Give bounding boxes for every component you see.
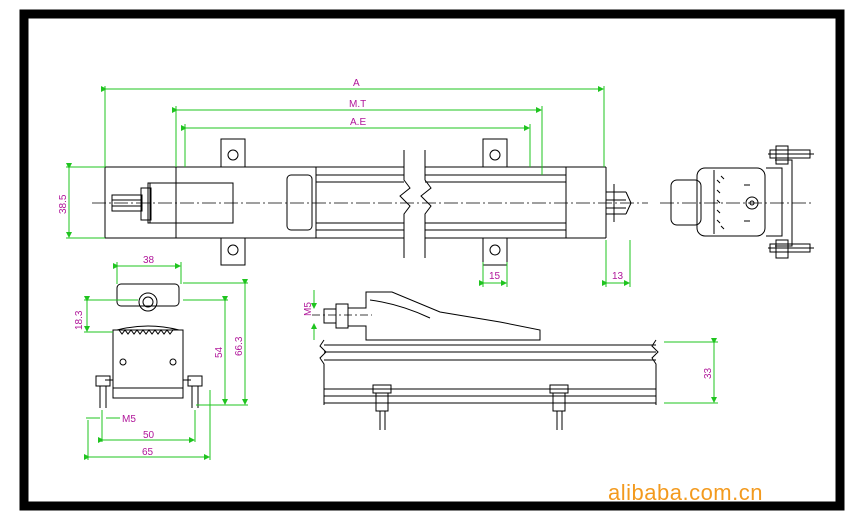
watermark-text: alibaba.com.cn (608, 480, 763, 505)
drawing-border (19, 9, 845, 511)
dim-label-33: 33 (703, 367, 714, 379)
dim-label-65: 65 (142, 447, 154, 458)
dim-label-a: A (353, 78, 360, 89)
dim-label-54: 54 (214, 346, 225, 358)
dim-label-50: 50 (143, 430, 155, 441)
dim-label-15: 15 (489, 271, 501, 282)
dim-label-38: 38 (143, 255, 155, 266)
dim-label-66-3: 66.3 (234, 336, 245, 356)
right-end-view (670, 145, 814, 259)
dim-label-mt: M.T (349, 99, 366, 110)
side-view (319, 291, 659, 430)
front-end-dimensions (84, 262, 248, 460)
side-dimensions (311, 290, 718, 404)
dim-label-38-5: 38.5 (58, 194, 69, 214)
top-dimensions (66, 86, 631, 287)
dim-label-13: 13 (612, 271, 624, 282)
dim-label-18-3: 18.3 (74, 310, 85, 330)
top-view (104, 138, 632, 266)
dim-label-m5-end: M5 (122, 414, 136, 425)
front-end-view (95, 283, 203, 408)
dim-label-ae: A.E (350, 117, 366, 128)
dim-label-m5-side: M5 (303, 302, 314, 316)
